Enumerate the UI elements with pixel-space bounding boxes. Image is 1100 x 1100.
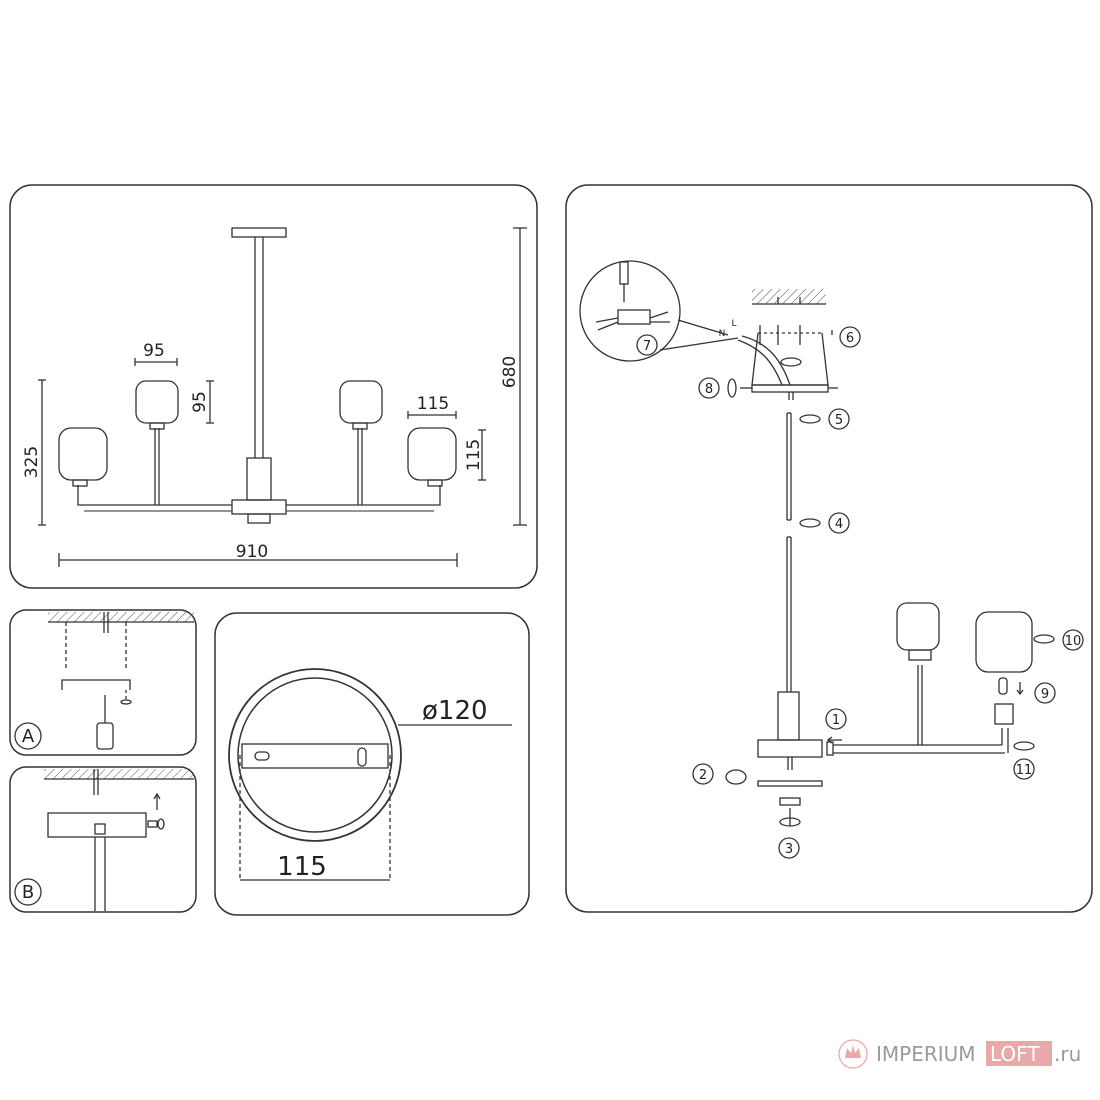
rotate-icon: [727, 378, 737, 398]
dim-arm-height: 325: [22, 446, 42, 478]
canopy-width: 115: [277, 852, 327, 882]
screwdriver-icon: [96, 722, 114, 750]
step-badge-3: [778, 837, 800, 859]
step-badge-6: [839, 326, 861, 348]
stem-sleeve: [246, 457, 272, 501]
svg-text:6: 6: [846, 331, 854, 346]
rotate-icon: [1033, 634, 1055, 644]
watermark-suffix: .ru: [1054, 1042, 1081, 1066]
lamp-socket: [994, 703, 1014, 725]
mount-panel-a: A: [9, 609, 197, 756]
dim-shade-small-height: 95: [190, 391, 210, 413]
crown-logo-icon: [838, 1039, 868, 1069]
rotate-arrow-icon: [780, 357, 802, 367]
watermark-brand-b: LOFT: [990, 1042, 1040, 1066]
step-badge-4: [828, 512, 850, 534]
mount-bar: [61, 679, 131, 690]
ceiling-canopy: [231, 227, 287, 238]
svg-text:N: N: [719, 329, 726, 339]
stem-sleeve: [777, 691, 800, 741]
shade-small-right: [339, 380, 383, 424]
shade-large-left: [58, 427, 108, 481]
watermark-brand-a: IMPERIUM: [876, 1042, 976, 1066]
dim-shade-small-width: 95: [143, 341, 165, 361]
detail-zoom-bubble: [579, 260, 681, 362]
hub: [757, 739, 823, 758]
shade-mounted: [896, 602, 940, 651]
terminal-block: [617, 309, 651, 325]
canopy-panel: ø120 115: [214, 612, 530, 916]
svg-text:11: 11: [1016, 763, 1033, 778]
shade-detached: [975, 611, 1033, 673]
canopy-diameter: ø120: [422, 696, 488, 726]
assembly-panel: L N: [565, 184, 1093, 913]
bulb-icon: [998, 677, 1008, 695]
svg-text:B: B: [22, 882, 34, 903]
step-badge-7: [636, 334, 658, 356]
svg-text:5: 5: [835, 413, 843, 428]
svg-text:1: 1: [832, 713, 840, 728]
arm-left: [77, 485, 232, 506]
rotate-icon: [1013, 741, 1035, 751]
svg-text:L: L: [731, 319, 736, 329]
canopy-cup: [751, 332, 829, 386]
rotate-icon: [799, 518, 821, 528]
svg-text:3: 3: [785, 842, 793, 857]
rotate-icon: [779, 817, 801, 827]
step-badge-10: [1062, 629, 1084, 651]
step-badge-5: [828, 408, 850, 430]
svg-text:10: 10: [1065, 634, 1082, 649]
watermark: IMPERIUM LOFT .ru: [838, 1039, 1081, 1069]
svg-text:7: 7: [643, 339, 651, 354]
hub-cover: [757, 780, 823, 787]
watermark-loft-box: [986, 1041, 1052, 1066]
hub: [231, 499, 287, 515]
svg-text:8: 8: [705, 382, 713, 397]
svg-text:A: A: [22, 726, 35, 747]
mounting-bracket: [241, 743, 389, 769]
dim-total-height: 680: [500, 356, 520, 388]
variant-a-badge: [14, 722, 42, 750]
canopy-outer-circle: [228, 668, 402, 842]
step-badge-9: [1034, 682, 1056, 704]
variant-b-badge: [14, 878, 42, 906]
dim-shade-large-width: 115: [417, 394, 449, 414]
canopy-plate: [47, 812, 147, 838]
dim-total-width: 910: [236, 542, 268, 562]
shade-small-left: [135, 380, 179, 424]
shade-large-right: [407, 427, 457, 481]
arm-right: [286, 485, 441, 506]
rotate-icon: [799, 414, 821, 424]
side-screw-icon: [147, 820, 158, 828]
svg-text:4: 4: [835, 517, 843, 532]
svg-text:2: 2: [699, 768, 707, 783]
wire-connector-icon: [725, 769, 747, 785]
dim-shade-large-height: 115: [464, 439, 484, 471]
step-badge-11: [1013, 758, 1035, 780]
step-badge-2: [692, 763, 714, 785]
step-badge-1: [825, 708, 847, 730]
dimension-panel: 910 680 325 95 95 115 115: [9, 184, 538, 589]
screwdriver-icon: [619, 261, 629, 285]
svg-text:9: 9: [1041, 687, 1049, 702]
step-badge-8: [698, 377, 720, 399]
mount-panel-b: B: [9, 766, 197, 913]
